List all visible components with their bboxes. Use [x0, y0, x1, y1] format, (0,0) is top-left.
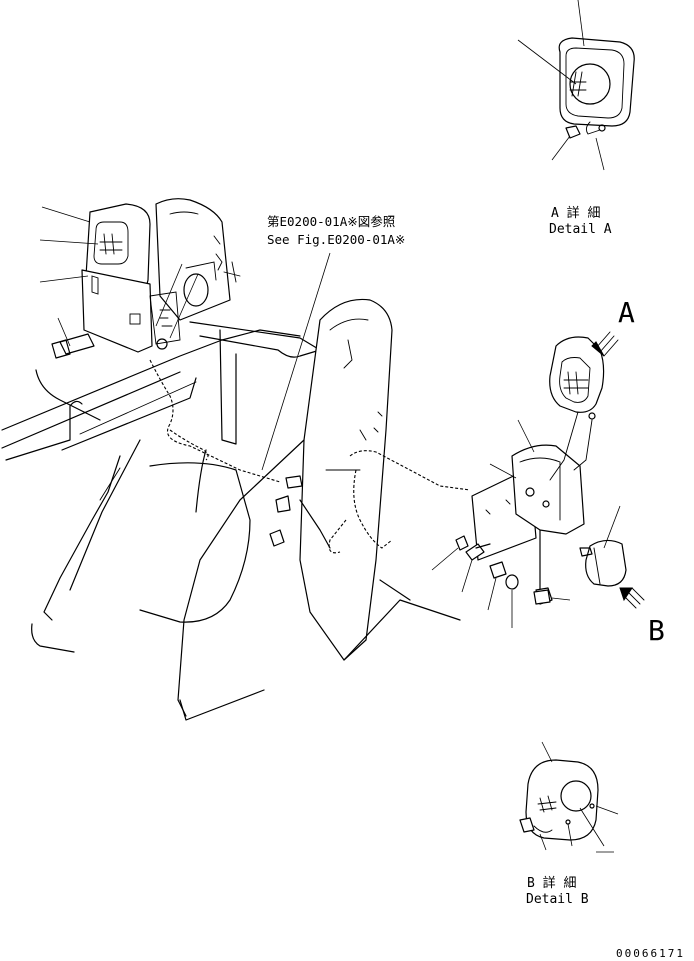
ref-note-jp: 第E0200-01A※図参照 — [267, 214, 395, 229]
detail-a-jp-label: A 詳 細 — [551, 205, 600, 221]
arrow-a-label: A — [618, 296, 635, 329]
right-lamp-lower — [579, 539, 627, 587]
arrow-b-label: B — [648, 614, 665, 647]
bracket-leaders — [431, 419, 621, 628]
detail-b-leaders — [539, 741, 619, 853]
left-lamp-leaders — [39, 206, 199, 347]
cab-pillar — [177, 298, 461, 717]
drawing-number: 00066171 — [616, 947, 685, 960]
detail-b-en-label: Detail B — [526, 892, 589, 907]
detail-a-leaders — [517, 0, 605, 171]
right-lamp-upper — [549, 336, 605, 481]
detail-a-en-label: Detail A — [549, 222, 612, 237]
cab-frame — [1, 321, 321, 721]
view-arrow-a — [591, 331, 619, 357]
view-arrow-b — [619, 587, 645, 609]
detail-a-lamp — [558, 37, 635, 139]
ref-note-en: See Fig.E0200-01A※ — [267, 232, 405, 247]
ref-leader — [261, 252, 331, 471]
detail-b-lamp — [519, 759, 599, 841]
detail-b-jp-label: B 詳 細 — [527, 875, 576, 891]
left-lamp-assembly — [51, 198, 241, 359]
fasteners — [455, 535, 551, 605]
right-bracket — [471, 444, 585, 605]
wiring-harness — [149, 359, 471, 554]
